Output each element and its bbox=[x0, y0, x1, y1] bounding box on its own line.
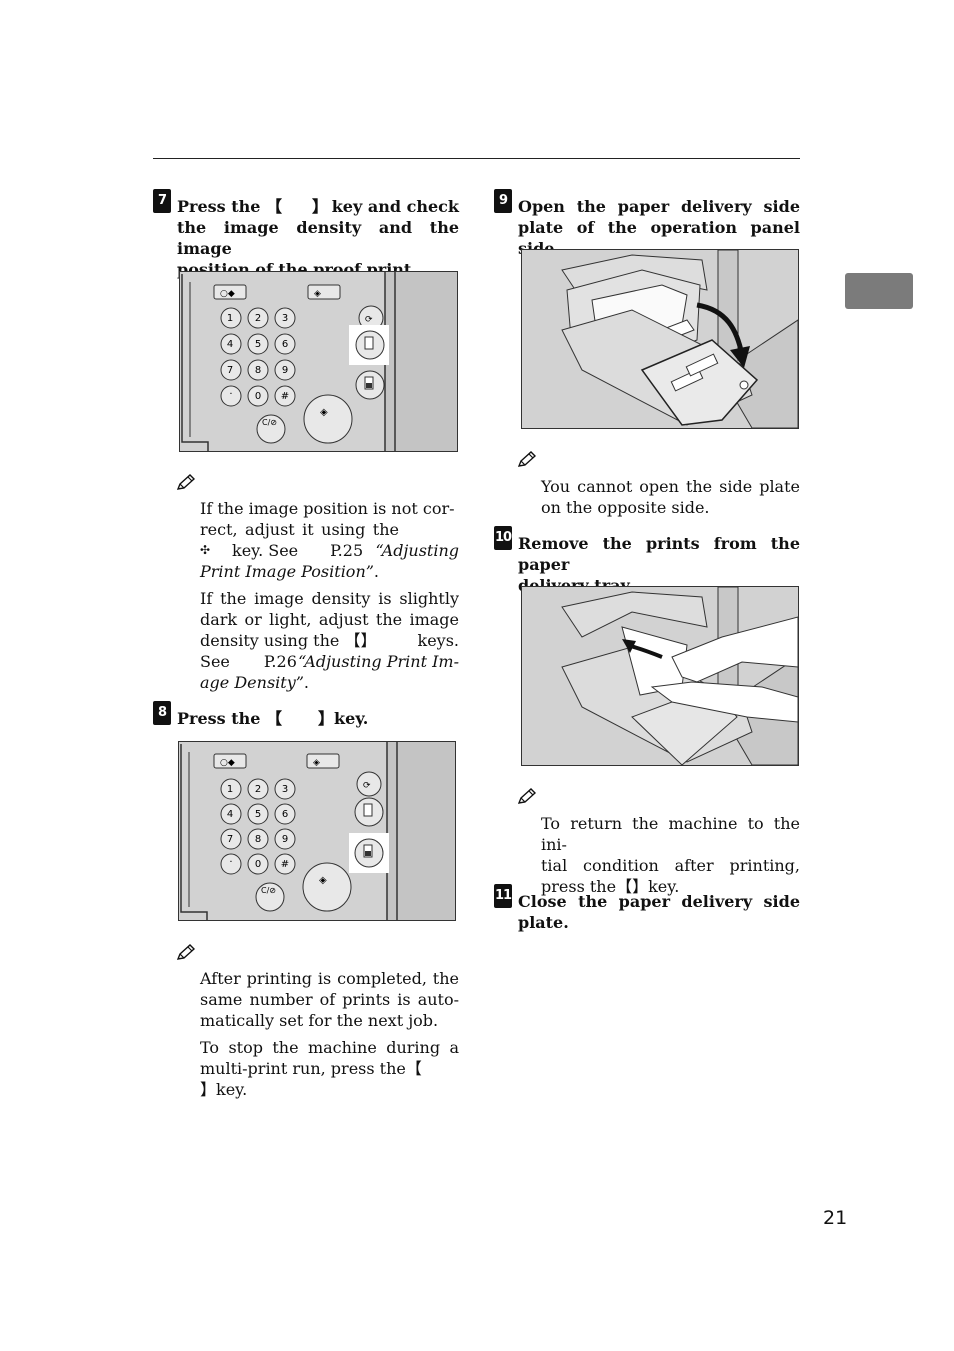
heading-text: the image density and the image bbox=[177, 218, 459, 258]
operation-panel-illustration: ○◆ ◈ 1 2 3 4 5 6 7 8 9 · 0 # C/⊘ ◈ ⟳ bbox=[179, 742, 455, 920]
note-line: You cannot open the side plate bbox=[541, 477, 800, 496]
heading-text: Press the bbox=[177, 197, 261, 216]
svg-text:○◆: ○◆ bbox=[220, 289, 235, 299]
note-line: If the image density is slightly bbox=[200, 589, 459, 608]
note-link: Print Image Position” bbox=[200, 562, 374, 581]
step-11-heading: Close the paper delivery side plate. bbox=[518, 892, 800, 932]
cross-arrows-icon: ✣ bbox=[200, 543, 211, 557]
bracket-open: 【 bbox=[266, 197, 283, 216]
pencil-note-icon bbox=[518, 788, 536, 804]
svg-text:#: # bbox=[281, 391, 289, 402]
svg-text:◈: ◈ bbox=[313, 758, 320, 768]
svg-text:5: 5 bbox=[255, 809, 261, 820]
note-line: After printing is completed, the bbox=[200, 969, 459, 988]
pencil-note-icon bbox=[177, 944, 195, 960]
svg-text:9: 9 bbox=[282, 834, 288, 845]
svg-text:#: # bbox=[281, 859, 289, 870]
header-rule bbox=[153, 158, 800, 159]
note-line: To stop the machine during a bbox=[200, 1038, 459, 1057]
svg-text:·: · bbox=[229, 389, 232, 400]
pencil-note-icon bbox=[518, 451, 536, 467]
svg-text:8: 8 bbox=[255, 834, 261, 845]
svg-text:3: 3 bbox=[282, 313, 288, 324]
svg-text:0: 0 bbox=[255, 859, 261, 870]
step-8-badge: 8 bbox=[153, 701, 171, 725]
svg-text:4: 4 bbox=[227, 809, 233, 820]
remove-prints-figure bbox=[521, 586, 799, 766]
svg-text:1: 1 bbox=[227, 784, 233, 795]
note-line: If the image position is not cor- bbox=[200, 499, 455, 518]
svg-text:8: 8 bbox=[255, 365, 261, 376]
svg-text:·: · bbox=[229, 857, 232, 868]
step-9-note: You cannot open the side plate on the op… bbox=[541, 476, 800, 518]
svg-text:○◆: ○◆ bbox=[220, 758, 235, 768]
note-line: key. See bbox=[232, 541, 299, 560]
svg-text:C/⊘: C/⊘ bbox=[262, 418, 277, 427]
note-line: matically set for the next job. bbox=[200, 1011, 439, 1030]
bracket-close: 】 bbox=[312, 197, 329, 216]
step-10-badge: 10 bbox=[494, 526, 512, 550]
page-ref: P.26 bbox=[263, 652, 297, 671]
svg-text:◈: ◈ bbox=[314, 289, 321, 299]
svg-text:1: 1 bbox=[227, 313, 233, 324]
svg-text:⟳: ⟳ bbox=[365, 315, 373, 325]
step-7-note-1: If the image position is not cor- rect,a… bbox=[200, 499, 459, 581]
svg-text:9: 9 bbox=[282, 365, 288, 376]
remove-prints-illustration bbox=[522, 587, 798, 765]
svg-text:2: 2 bbox=[255, 784, 261, 795]
paper-delivery-open-figure bbox=[521, 249, 799, 429]
svg-text:6: 6 bbox=[282, 809, 288, 820]
svg-text:7: 7 bbox=[227, 834, 233, 845]
svg-text:⟳: ⟳ bbox=[363, 781, 371, 791]
svg-text:2: 2 bbox=[255, 313, 261, 324]
note-line: To return the machine to the ini- bbox=[541, 814, 800, 854]
svg-text:4: 4 bbox=[227, 339, 233, 350]
chapter-tab bbox=[845, 273, 913, 309]
step-8-heading: Press the 【】key. bbox=[177, 709, 369, 728]
step-8-note-1: After printing is completed, the same nu… bbox=[200, 968, 459, 1031]
step-7-note-2: If the image density is slightly dark or… bbox=[200, 589, 459, 692]
note-line: on the opposite side. bbox=[541, 498, 710, 517]
page-number: 21 bbox=[823, 1207, 848, 1229]
step-7-badge: 7 bbox=[153, 189, 171, 213]
heading-text: key and check bbox=[331, 197, 459, 216]
step-9-badge: 9 bbox=[494, 189, 512, 213]
svg-text:7: 7 bbox=[227, 365, 233, 376]
step-9-heading: Open the paper delivery side plate of th… bbox=[518, 197, 800, 258]
note-line: dark or light, adjust the image bbox=[200, 610, 459, 629]
note-link: age Density” bbox=[200, 673, 304, 692]
note-link: “Adjusting bbox=[375, 541, 459, 560]
operation-panel-figure-1: ○◆ ◈ 1 2 3 4 5 6 7 8 9 · 0 # C/⊘ ◈ ⟳ bbox=[179, 271, 458, 452]
pencil-note-icon bbox=[177, 474, 195, 490]
paper-delivery-illustration bbox=[522, 250, 798, 428]
step-11-badge: 11 bbox=[494, 884, 512, 908]
note-line: tial condition after printing, bbox=[541, 856, 800, 875]
svg-text:C/⊘: C/⊘ bbox=[261, 886, 276, 895]
svg-text:5: 5 bbox=[255, 339, 261, 350]
operation-panel-illustration: ○◆ ◈ 1 2 3 4 5 6 7 8 9 · 0 # C/⊘ ◈ ⟳ bbox=[180, 272, 457, 451]
step-7-heading: Press the 【 】 key and check the image den… bbox=[177, 196, 459, 280]
svg-text:◈: ◈ bbox=[319, 875, 327, 886]
svg-text:3: 3 bbox=[282, 784, 288, 795]
note-link: “Adjusting Print Im- bbox=[298, 652, 459, 671]
page-ref: P.25 bbox=[330, 541, 364, 560]
svg-text:◈: ◈ bbox=[320, 407, 328, 418]
operation-panel-figure-2: ○◆ ◈ 1 2 3 4 5 6 7 8 9 · 0 # C/⊘ ◈ ⟳ bbox=[178, 741, 456, 921]
step-10-note: To return the machine to the ini- tial c… bbox=[541, 814, 800, 896]
svg-text:0: 0 bbox=[255, 391, 261, 402]
note-line: same number of prints is auto- bbox=[200, 990, 459, 1009]
step-8-note-2: To stop the machine during a multi-print… bbox=[200, 1038, 459, 1099]
svg-text:6: 6 bbox=[282, 339, 288, 350]
